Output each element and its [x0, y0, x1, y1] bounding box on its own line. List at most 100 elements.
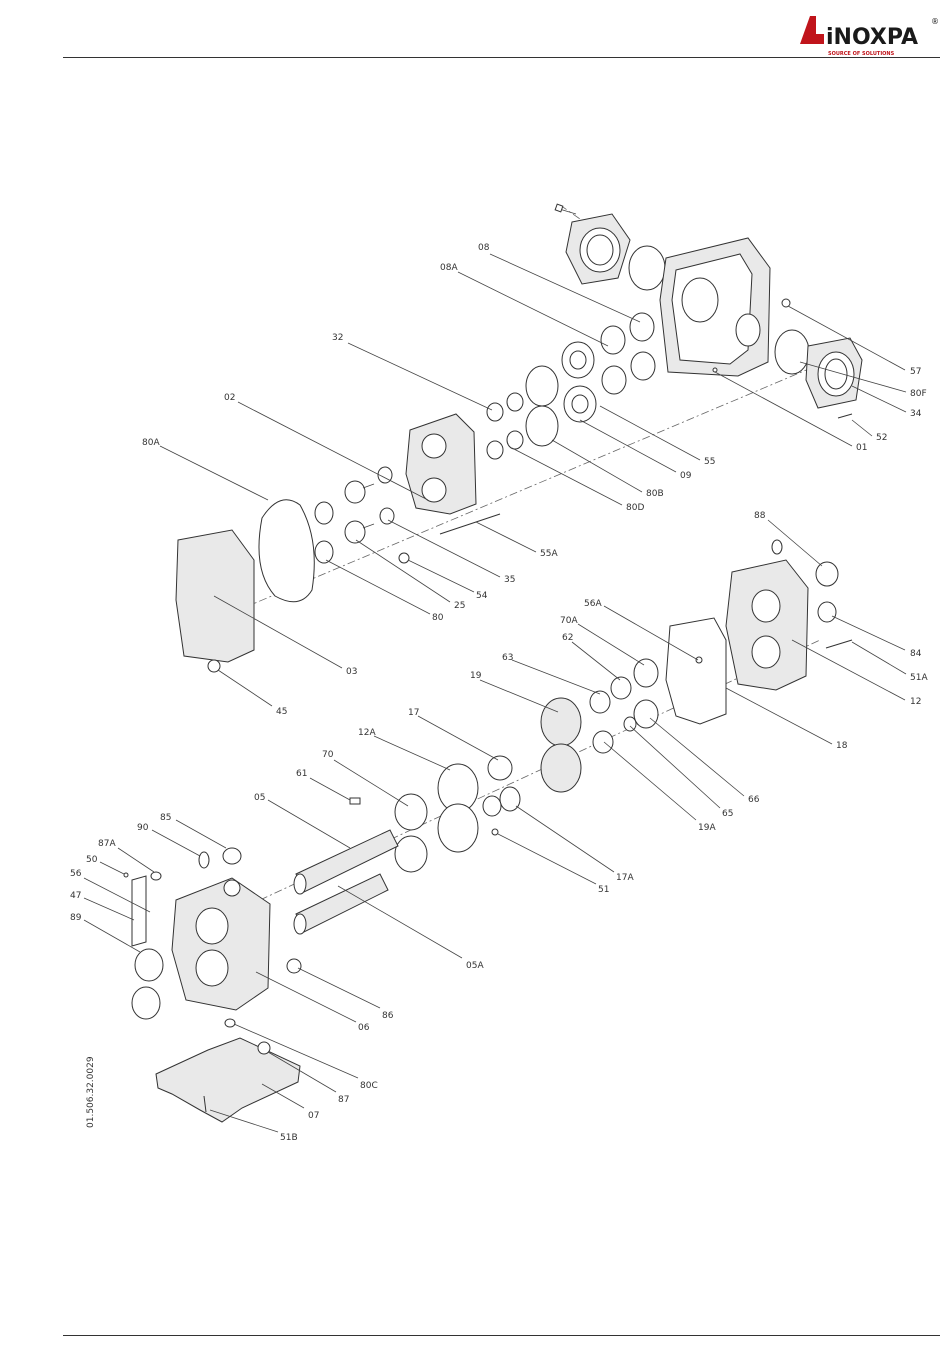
- part-plug-57: [782, 299, 790, 307]
- part-bearing-70: [395, 794, 427, 830]
- part-key-61: [350, 798, 360, 804]
- svg-text:02: 02: [224, 393, 235, 403]
- part-plug-86: [287, 959, 301, 973]
- part-ring-84: [818, 602, 836, 622]
- svg-text:05A: 05A: [466, 961, 484, 971]
- callout-87A: 87A: [98, 839, 154, 872]
- callout-52: 52: [852, 420, 887, 443]
- svg-text:05: 05: [254, 793, 265, 803]
- svg-text:03: 03: [346, 667, 357, 677]
- part-pin-56A: [696, 657, 702, 663]
- part-screw-50: [124, 873, 128, 877]
- part-plug-87A: [151, 872, 161, 880]
- callout-88: 88: [754, 511, 822, 566]
- part-screw-52: [838, 414, 852, 418]
- callout-55: 55: [600, 406, 715, 467]
- part-seal-88: [816, 562, 838, 586]
- callout-51: 51: [498, 834, 609, 895]
- svg-text:19: 19: [470, 671, 482, 681]
- svg-text:63: 63: [502, 653, 513, 663]
- callout-65: 65: [630, 726, 733, 819]
- svg-text:87A: 87A: [98, 839, 116, 849]
- callout-62: 62: [562, 633, 620, 680]
- part-gasket-80A: [259, 500, 314, 602]
- svg-text:35: 35: [504, 575, 515, 585]
- callout-70: 70: [322, 750, 408, 806]
- part-o-ring-80F: [775, 330, 809, 374]
- callout-45: 45: [218, 670, 287, 717]
- footer-rule: [63, 1335, 940, 1336]
- part-bearing-70-lower: [395, 836, 427, 872]
- callout-32: 32: [332, 333, 492, 410]
- part-foot-07: [156, 1038, 300, 1122]
- callout-80B: 80B: [552, 440, 664, 499]
- svg-text:34: 34: [910, 409, 922, 419]
- part-ring-17A: [483, 796, 501, 816]
- part-lock-washer-63: [590, 691, 610, 713]
- callout-12A: 12A: [358, 728, 450, 770]
- callout-17A: 17A: [516, 806, 634, 883]
- part-o-ring-80C: [225, 1019, 235, 1027]
- part-gear-19A: [541, 744, 581, 792]
- svg-text:80F: 80F: [910, 389, 927, 399]
- part-bearing-70A: [634, 659, 658, 687]
- callout-85: 85: [160, 813, 226, 848]
- svg-text:86: 86: [382, 1011, 394, 1021]
- svg-text:12: 12: [910, 697, 921, 707]
- svg-text:89: 89: [70, 913, 82, 923]
- svg-text:19A: 19A: [698, 823, 716, 833]
- svg-text:80A: 80A: [142, 438, 160, 448]
- part-o-ring-80D: [526, 406, 558, 446]
- part-gear-19: [541, 698, 581, 746]
- callout-84: 84: [832, 616, 922, 659]
- callout-02: 02: [224, 393, 428, 500]
- part-bearing-cover-top: [555, 204, 630, 284]
- svg-text:57: 57: [910, 367, 921, 377]
- svg-text:51B: 51B: [280, 1133, 298, 1143]
- svg-text:12A: 12A: [358, 728, 376, 738]
- svg-text:07: 07: [308, 1111, 319, 1121]
- svg-text:09: 09: [680, 471, 692, 481]
- part-ring-12A-lower: [438, 804, 478, 852]
- svg-text:70: 70: [322, 750, 334, 760]
- part-spacers-55: [562, 342, 596, 422]
- part-bearing-cover-34: [806, 338, 862, 408]
- part-o-ring-80-upper: [315, 502, 333, 524]
- part-shaft-55A: [440, 514, 500, 534]
- part-screw-51A: [826, 640, 852, 648]
- svg-text:80: 80: [432, 613, 444, 623]
- svg-text:56: 56: [70, 869, 82, 879]
- part-rotor-case-02: [406, 414, 476, 514]
- callout-19A: 19A: [604, 742, 716, 833]
- svg-text:65: 65: [722, 809, 733, 819]
- callout-05A: 05A: [338, 886, 484, 971]
- part-gear-case-12: [726, 540, 808, 690]
- callout-06: 06: [256, 972, 370, 1033]
- callout-61: 61: [296, 769, 350, 800]
- callout-55A: 55A: [476, 522, 558, 559]
- part-breather-85: [223, 848, 241, 864]
- callout-80: 80: [326, 560, 444, 623]
- svg-text:61: 61: [296, 769, 307, 779]
- part-seal-89-lower: [132, 987, 160, 1019]
- part-bearing-66: [634, 700, 658, 728]
- svg-text:45: 45: [276, 707, 287, 717]
- svg-text:55: 55: [704, 457, 715, 467]
- svg-text:70A: 70A: [560, 616, 578, 626]
- svg-text:55A: 55A: [540, 549, 558, 559]
- part-washer-65: [624, 717, 636, 731]
- svg-text:01: 01: [856, 443, 867, 453]
- svg-text:25: 25: [454, 601, 465, 611]
- part-lock-washer-19A: [593, 731, 613, 753]
- callout-50: 50: [86, 855, 124, 874]
- svg-text:52: 52: [876, 433, 887, 443]
- part-spacer-17A: [500, 787, 520, 811]
- svg-text:62: 62: [562, 633, 573, 643]
- svg-text:51: 51: [598, 885, 609, 895]
- svg-text:08A: 08A: [440, 263, 458, 273]
- svg-text:87: 87: [338, 1095, 349, 1105]
- callout-86: 86: [298, 968, 394, 1021]
- part-spacer-17: [488, 756, 512, 780]
- part-bearing-housing-06: [172, 878, 270, 1010]
- part-front-cover-03: [176, 530, 254, 662]
